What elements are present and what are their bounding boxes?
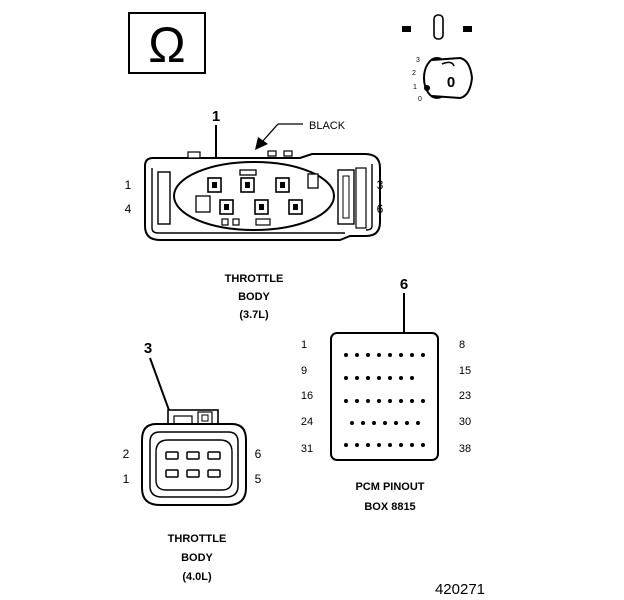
pcm-caption-line1: PCM PINOUT — [355, 481, 424, 493]
throttle-body-37-connector: 1 BLACK — [125, 108, 384, 321]
ignition-position-0: 0 — [418, 96, 422, 103]
pcm-pin-dot — [366, 399, 370, 403]
pcm-pin-dot — [410, 443, 414, 447]
pcm-pin-dot — [410, 399, 414, 403]
throttle-body-37-caption-line3: (3.7L) — [239, 309, 269, 321]
terminal-cavity — [219, 199, 234, 215]
pcm-pin-dot — [372, 421, 376, 425]
throttle-body-40-connector: 3 2 1 6 5 THROTTLE BODY (4.0L) — [123, 340, 262, 583]
terminal-cavity — [207, 177, 222, 193]
terminal-cavity — [288, 199, 303, 215]
figure-number: 420271 — [435, 581, 485, 598]
pcm-pin-dot — [355, 353, 359, 357]
pin-label-6: 6 — [377, 202, 384, 216]
throttle-body-37-caption-line2: BODY — [238, 291, 270, 303]
terminal-cavity — [254, 199, 269, 215]
pcm-pin-dot — [421, 443, 425, 447]
pcm-pin-dot — [377, 353, 381, 357]
pcm-row-label-left-4: 24 — [301, 416, 313, 428]
pcm-pin-dot — [383, 421, 387, 425]
pcm-pin-dot — [366, 443, 370, 447]
pcm-pin-dot — [399, 399, 403, 403]
pcm-pin-dot — [377, 376, 381, 380]
pin-label-3: 3 — [377, 178, 384, 192]
pcm-pin-dot — [361, 421, 365, 425]
pcm-pin-dot — [410, 376, 414, 380]
pcm-pin-dot — [388, 443, 392, 447]
pcm-pin-dot — [355, 443, 359, 447]
pcm-row-label-right-3: 23 — [459, 390, 471, 402]
pcm-pin-dot — [344, 376, 348, 380]
throttle-body-40-caption-line3: (4.0L) — [182, 571, 212, 583]
pcm-pin-dot — [388, 376, 392, 380]
pcm-row-label-left-1: 1 — [301, 339, 307, 351]
pcm-row-label-right-2: 15 — [459, 365, 471, 377]
pcm-pin-dot — [344, 399, 348, 403]
ignition-position-1: 1 — [413, 84, 417, 91]
callout-number-1: 1 — [212, 108, 220, 125]
pin-label-4: 4 — [125, 202, 132, 216]
pcm-row-label-left-2: 9 — [301, 365, 307, 377]
callout-number-3: 3 — [144, 340, 152, 357]
pin-label-5: 5 — [255, 472, 262, 486]
ohmmeter-symbol-box: Ω — [128, 12, 206, 74]
pcm-pin-dot — [350, 421, 354, 425]
ignition-position-3: 3 — [416, 57, 420, 64]
ignition-position-2: 2 — [412, 70, 416, 77]
pcm-pin-dot — [355, 376, 359, 380]
pcm-pin-grid — [344, 353, 425, 447]
terminal-cavity — [240, 177, 255, 193]
pcm-pin-dot — [394, 421, 398, 425]
pcm-row-label-left-5: 31 — [301, 443, 313, 455]
pcm-row-label-right-4: 30 — [459, 416, 471, 428]
pcm-pin-dot — [366, 376, 370, 380]
pin-label-1: 1 — [123, 472, 130, 486]
pcm-caption-line2: BOX 8815 — [364, 501, 415, 513]
pcm-row-label-left-3: 16 — [301, 390, 313, 402]
callout-number-6: 6 — [400, 276, 408, 293]
pcm-row-label-right-1: 8 — [459, 339, 465, 351]
pcm-pin-dot — [421, 399, 425, 403]
pcm-pin-dot — [366, 353, 370, 357]
wire-color-label: BLACK — [309, 120, 346, 132]
pcm-pin-dot — [388, 399, 392, 403]
pcm-pin-dot — [399, 353, 403, 357]
pcm-pin-dot — [410, 353, 414, 357]
ignition-key-position-zero: 0 — [447, 74, 455, 91]
throttle-body-37-caption-line1: THROTTLE — [225, 273, 284, 285]
pcm-pin-dot — [399, 443, 403, 447]
pcm-pin-dot — [416, 421, 420, 425]
ignition-switch-icon: 0 3 2 1 0 — [402, 14, 474, 103]
pcm-pin-dot — [405, 421, 409, 425]
pcm-pin-dot — [344, 353, 348, 357]
pin-label-1: 1 — [125, 178, 132, 192]
pcm-pinout-box: 6 1 9 16 24 31 8 15 23 30 38 PCM PINOUT … — [301, 276, 471, 513]
pin-label-2: 2 — [123, 447, 130, 461]
pin-label-6: 6 — [255, 447, 262, 461]
pcm-pin-dot — [377, 443, 381, 447]
throttle-body-40-caption-line1: THROTTLE — [168, 533, 227, 545]
throttle-body-40-caption-line2: BODY — [181, 552, 213, 564]
terminal-cavity — [275, 177, 290, 193]
pcm-pin-dot — [399, 376, 403, 380]
pcm-pin-dot — [388, 353, 392, 357]
pcm-row-label-right-5: 38 — [459, 443, 471, 455]
pcm-pin-dot — [355, 399, 359, 403]
pcm-pin-dot — [421, 353, 425, 357]
pcm-pin-dot — [344, 443, 348, 447]
ohm-symbol: Ω — [148, 17, 185, 73]
pcm-pin-dot — [377, 399, 381, 403]
